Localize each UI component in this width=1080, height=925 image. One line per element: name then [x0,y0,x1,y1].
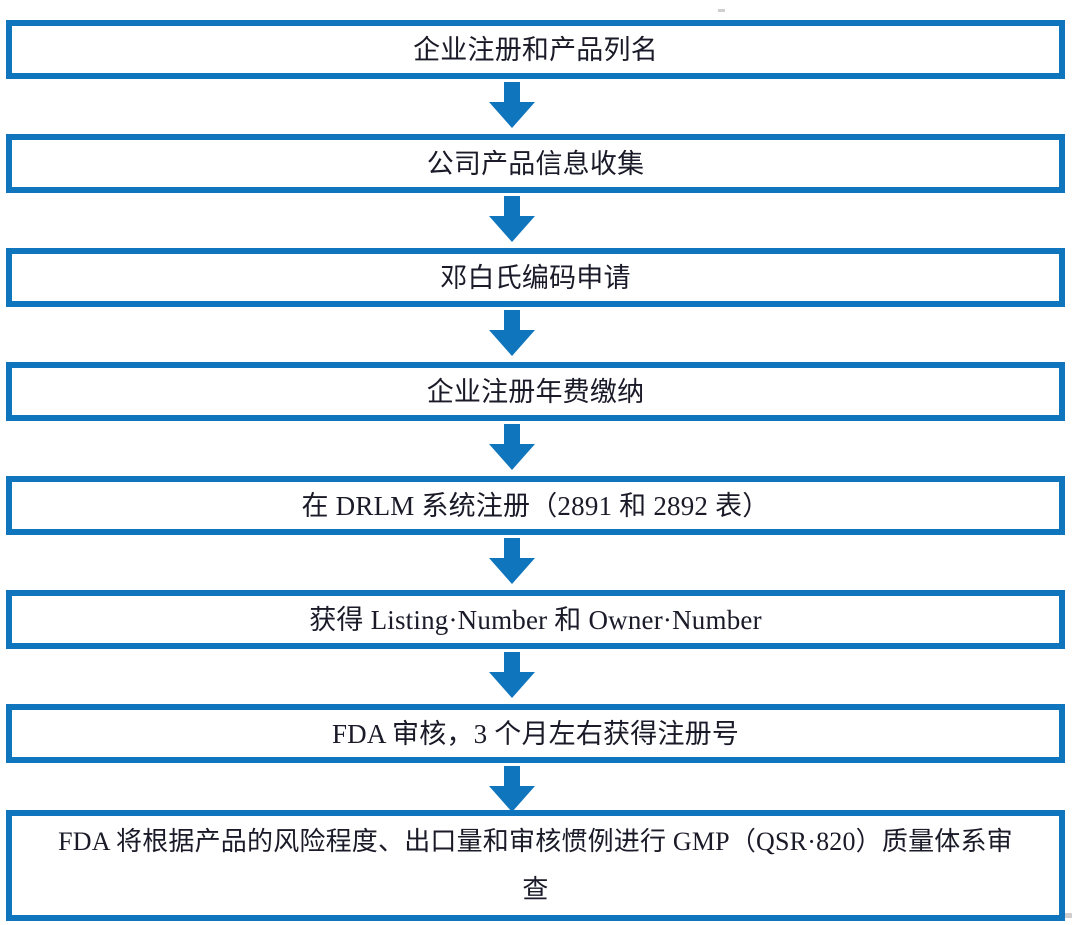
arrow-head [489,216,535,242]
flow-step-3-label: 邓白氏编码申请 [440,262,631,293]
arrow-head [489,444,535,470]
flow-step-4-label: 企业注册年费缴纳 [426,376,645,407]
flow-step-3[interactable]: 邓白氏编码申请 [6,248,1065,307]
arrow-shaft [504,538,520,560]
flow-step-8[interactable]: FDA 将根据产品的风险程度、出口量和审核惯例进行 GMP（QSR·820）质量… [6,810,1065,921]
flow-step-7-label: FDA 审核，3 个月左右获得注册号 [331,718,740,749]
arrow-shaft [504,652,520,674]
flow-arrow-7-down-icon [489,766,535,812]
arrow-head [489,786,535,812]
flow-step-2-label: 公司产品信息收集 [426,148,645,179]
flow-step-5[interactable]: 在 DRLM 系统注册（2891 和 2892 表） [6,476,1065,535]
flow-arrow-3-down-icon [489,310,535,356]
arrow-shaft [504,196,520,218]
arrow-head [489,330,535,356]
flow-step-6-label: 获得 Listing·Number 和 Owner·Number [309,604,762,635]
flow-arrow-5-down-icon [489,538,535,584]
flow-step-8-label: FDA 将根据产品的风险程度、出口量和审核惯例进行 GMP（QSR·820）质量… [58,826,1013,904]
flow-step-2[interactable]: 公司产品信息收集 [6,134,1065,193]
arrow-shaft [504,424,520,446]
flow-step-7[interactable]: FDA 审核，3 个月左右获得注册号 [6,704,1065,763]
flow-arrow-4-down-icon [489,424,535,470]
scan-speck-bottom [1058,913,1072,918]
flow-step-1-label: 企业注册和产品列名 [413,34,658,65]
arrow-head [489,672,535,698]
flow-step-5-label: 在 DRLM 系统注册（2891 和 2892 表） [301,490,770,521]
flow-step-4[interactable]: 企业注册年费缴纳 [6,362,1065,421]
arrow-head [489,102,535,128]
arrow-shaft [504,310,520,332]
flow-step-1[interactable]: 企业注册和产品列名 [6,20,1065,79]
arrow-shaft [504,766,520,788]
flow-arrow-6-down-icon [489,652,535,698]
flow-arrow-1-down-icon [489,82,535,128]
flow-arrow-2-down-icon [489,196,535,242]
arrow-shaft [504,82,520,104]
arrow-head [489,558,535,584]
scan-speck-top [718,9,725,12]
flow-step-6[interactable]: 获得 Listing·Number 和 Owner·Number [6,590,1065,649]
